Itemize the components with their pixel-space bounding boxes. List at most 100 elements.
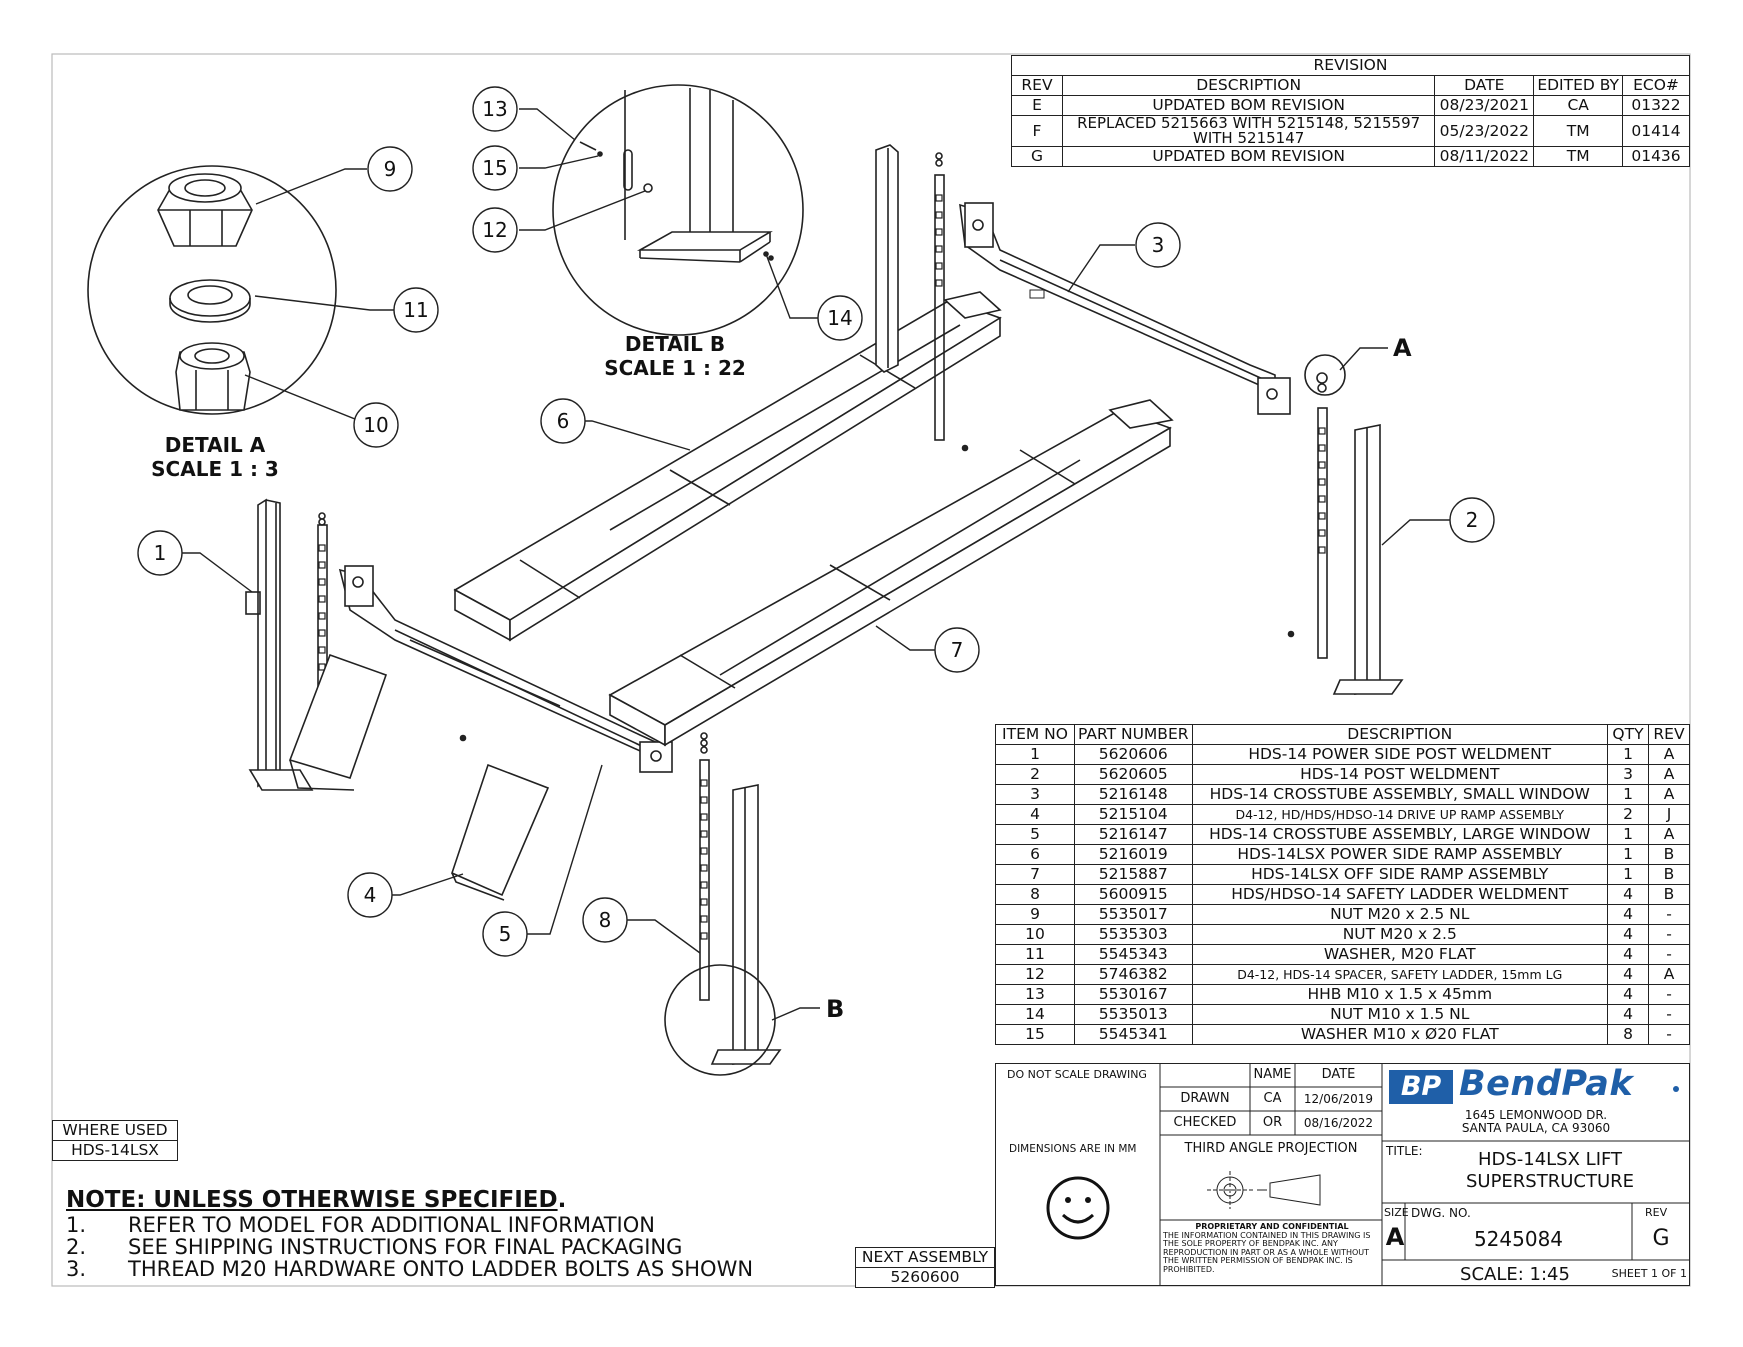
title-label: TITLE: bbox=[1386, 1144, 1423, 1158]
date-header: DATE bbox=[1321, 1067, 1356, 1082]
checked-label: CHECKED bbox=[1173, 1115, 1237, 1130]
smiley-icon bbox=[1046, 1176, 1110, 1240]
callout-1: 1 bbox=[153, 541, 167, 565]
detail-b-title: DETAIL B bbox=[624, 332, 726, 356]
dwg-no-value: 5245084 bbox=[1473, 1227, 1564, 1251]
sheet-count: SHEET 1 OF 1 bbox=[1611, 1267, 1687, 1280]
company-address: 1645 LEMONWOOD DR. SANTA PAULA, CA 93060 bbox=[1461, 1108, 1611, 1135]
callout-2: 2 bbox=[1465, 508, 1479, 532]
detail-b-view bbox=[552, 84, 804, 336]
callout-10-circle bbox=[353, 402, 399, 448]
where-used-value: HDS-14LSX bbox=[52, 1140, 178, 1161]
detail-a-view bbox=[87, 165, 337, 415]
callout-9-circle bbox=[367, 146, 413, 192]
title-block: DO NOT SCALE DRAWING NAME DATE DRAWN CA … bbox=[995, 1063, 1690, 1286]
callout-2-circle bbox=[1449, 497, 1495, 543]
power-side-runway bbox=[453, 291, 1002, 642]
rev-value: G bbox=[1652, 1226, 1670, 1251]
callout-15: 15 bbox=[482, 156, 508, 180]
note-item: 1. REFER TO MODEL FOR ADDITIONAL INFORMA… bbox=[66, 1213, 655, 1237]
callout-7-circle bbox=[934, 627, 980, 673]
logo-dot bbox=[1673, 1086, 1679, 1092]
general-notes: NOTE: UNLESS OTHERWISE SPECIFIED. 1. REF… bbox=[66, 1186, 786, 1280]
notes-heading-suffix: . bbox=[557, 1187, 567, 1213]
callout-6: 6 bbox=[556, 409, 570, 433]
post-power-side bbox=[245, 498, 328, 791]
callout-9: 9 bbox=[383, 157, 397, 181]
note-item: 2. SEE SHIPPING INSTRUCTIONS FOR FINAL P… bbox=[66, 1235, 683, 1259]
revision-title: REVISION bbox=[1011, 55, 1690, 76]
notes-heading: NOTE: UNLESS OTHERWISE SPECIFIED bbox=[66, 1187, 558, 1213]
rev-header-date: DATE bbox=[1434, 75, 1535, 96]
leader-lines bbox=[180, 108, 1450, 1021]
crosstube-large-window bbox=[338, 565, 673, 773]
confidential-notice: PROPRIETARY AND CONFIDENTIAL THE INFORMA… bbox=[1163, 1222, 1371, 1274]
size-value: A bbox=[1385, 1223, 1405, 1251]
projection-label: THIRD ANGLE PROJECTION bbox=[1184, 1141, 1358, 1156]
size-label: SIZE bbox=[1384, 1206, 1409, 1219]
scale-value: SCALE: 1:45 bbox=[1460, 1264, 1570, 1285]
revision-table: REVISION REV DESCRIPTION DATE EDITED BY … bbox=[1011, 55, 1690, 167]
bom-header-part: PART NUMBER bbox=[1074, 724, 1193, 745]
title-block-grid bbox=[995, 1063, 1690, 1286]
callout-3-circle bbox=[1135, 222, 1181, 268]
drive-up-ramps bbox=[288, 653, 550, 901]
next-assembly-table: NEXT ASSEMBLY 5260600 bbox=[855, 1247, 995, 1288]
revision-row: F REPLACED 5215663 WITH 5215148, 5215597… bbox=[1011, 115, 1690, 147]
callout-11: 11 bbox=[403, 298, 429, 322]
callout-8-circle bbox=[582, 897, 628, 943]
post-rear-left bbox=[875, 144, 945, 441]
bom-table: ITEM NO PART NUMBER DESCRIPTION QTY REV … bbox=[995, 724, 1690, 1045]
where-used-table: WHERE USED HDS-14LSX bbox=[52, 1120, 178, 1161]
rev-label: REV bbox=[1645, 1206, 1668, 1219]
name-header: NAME bbox=[1253, 1067, 1292, 1082]
drawn-label: DRAWN bbox=[1180, 1091, 1230, 1106]
callout-5-circle bbox=[482, 911, 528, 957]
callout-15-circle bbox=[817, 295, 863, 341]
callout-10: 10 bbox=[363, 413, 389, 437]
callout-7: 7 bbox=[950, 638, 964, 662]
callout-3: 3 bbox=[1151, 233, 1165, 257]
callout-13-circle bbox=[472, 86, 518, 132]
callout-11-circle bbox=[393, 287, 439, 333]
next-assembly-label: NEXT ASSEMBLY bbox=[855, 1247, 995, 1268]
callout-12-circle bbox=[472, 207, 518, 253]
post-rear-right bbox=[1287, 372, 1404, 695]
checked-name: OR bbox=[1262, 1115, 1283, 1130]
do-not-scale: DO NOT SCALE DRAWING bbox=[1007, 1068, 1147, 1081]
callout-8: 8 bbox=[598, 908, 612, 932]
rev-header-eco: ECO# bbox=[1622, 75, 1690, 96]
rev-header-edited-by: EDITED BY bbox=[1533, 75, 1623, 96]
detail-b-marker bbox=[664, 964, 776, 1076]
callout-5: 5 bbox=[498, 922, 512, 946]
callout-14: 14 bbox=[827, 306, 853, 330]
callout-13: 13 bbox=[482, 97, 508, 121]
detail-a-title: DETAIL A bbox=[164, 433, 266, 457]
checked-date: 08/16/2022 bbox=[1303, 1116, 1374, 1130]
drawn-date: 12/06/2019 bbox=[1303, 1092, 1374, 1106]
rev-header-description: DESCRIPTION bbox=[1061, 75, 1436, 96]
next-assembly-value: 5260600 bbox=[855, 1267, 995, 1288]
bom-header-description: DESCRIPTION bbox=[1191, 724, 1609, 745]
rev-header-rev: REV bbox=[1011, 75, 1063, 96]
callout-4-circle bbox=[347, 872, 393, 918]
revision-row: E UPDATED BOM REVISION 08/23/2021 CA 013… bbox=[1011, 95, 1690, 116]
logo-mark: BP bbox=[1389, 1070, 1453, 1104]
bom-header-item: ITEM NO bbox=[995, 724, 1075, 745]
crosstube-small-window bbox=[959, 202, 1291, 415]
